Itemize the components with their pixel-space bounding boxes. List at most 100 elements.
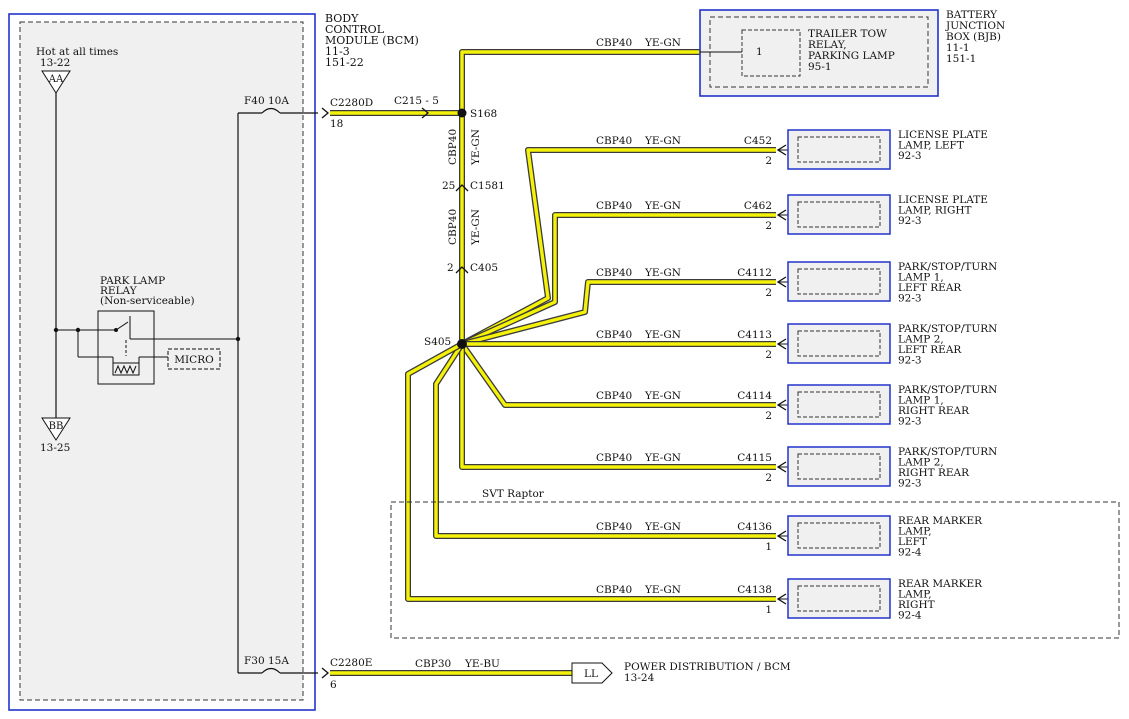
power-distribution-label: POWER DISTRIBUTION / BCM — [624, 661, 791, 673]
circuit-connector-pin: 2 — [765, 287, 772, 299]
lamp-module-box — [787, 129, 891, 170]
lamp-description-line: LEFT REAR — [898, 344, 962, 356]
bb-ref-label: 13-25 — [40, 442, 70, 454]
lamp-inner-box — [797, 330, 881, 357]
lamp-inner-box — [797, 522, 881, 549]
top-wire-color: YE-GN — [644, 37, 681, 49]
bjb-title-line: BATTERY — [946, 9, 998, 21]
connector-c1581-label: C1581 — [470, 180, 505, 192]
aa-terminal-icon — [41, 70, 71, 94]
svt-raptor-region — [390, 501, 1120, 639]
wire-fill — [460, 50, 700, 113]
lamp-inner-box — [797, 268, 881, 295]
bb-label: BB — [49, 421, 64, 432]
bcm-title-line: MODULE (BCM) — [325, 34, 419, 47]
lamp-description-line: LAMP 2, — [898, 334, 944, 346]
bottom-wire-color: YE-BU — [464, 658, 500, 670]
connector-arrow-icon — [455, 184, 469, 192]
bjb-title-line: BOX (BJB) — [946, 31, 1001, 43]
lamp-description-line: LAMP, — [898, 589, 932, 601]
top-wire-label: CBP40 — [596, 37, 632, 49]
vertical-wire-label: CBP40 — [447, 209, 459, 245]
circuit-connector-pin: 2 — [765, 220, 772, 232]
relay-contact-icon — [56, 316, 238, 356]
connector-c405-pin: 2 — [447, 262, 454, 274]
wire-fill — [461, 280, 776, 346]
circuit-wire-label: CBP40 — [596, 584, 632, 596]
lamp-description-line: LAMP 1, — [898, 395, 944, 407]
circuit-wire-label: CBP40 — [596, 135, 632, 147]
wire-fill — [406, 342, 776, 601]
lamp-description-line: LEFT — [898, 536, 927, 548]
power-distribution-ref: 13-24 — [624, 672, 655, 684]
circuit-wire-label: CBP40 — [596, 452, 632, 464]
lamp-description-line: 92-4 — [898, 610, 922, 622]
splice-dot — [75, 327, 81, 333]
bjb-pin: 1 — [756, 46, 763, 58]
fuse-f30-label: F30 15A — [244, 655, 289, 667]
fuse-f30-icon — [261, 667, 281, 674]
lamp-module-box — [787, 446, 891, 487]
trailer-relay-line: TRAILER TOW — [808, 28, 887, 40]
circuit-wire-color: YE-GN — [644, 452, 681, 464]
lamp-description-line: 92-3 — [898, 355, 922, 367]
wire-fill — [461, 213, 776, 346]
connector-c1581-pin: 25 — [442, 180, 455, 192]
circuit-connector-pin: 2 — [765, 155, 772, 167]
bb-terminal-icon — [41, 417, 71, 441]
lamp-inner-box — [797, 201, 881, 228]
bcm-title-line: CONTROL — [325, 23, 385, 36]
circuit-wire-color: YE-GN — [644, 329, 681, 341]
lamp-inner-box — [797, 391, 881, 418]
connector-arrow-icon — [455, 266, 469, 274]
lamp-description-line: REAR MARKER — [898, 578, 983, 590]
park-lamp-relay-label: PARK LAMP RELAY (Non-serviceable) — [100, 275, 195, 307]
circuit-connector-pin: 2 — [765, 410, 772, 422]
wire-outline — [459, 49, 700, 113]
ll-label: LL — [584, 668, 598, 680]
lamp-description-line: PARK/STOP/TURN — [898, 323, 997, 335]
aa-label: AA — [48, 74, 64, 85]
bjb-title-line: 11-1 — [946, 42, 970, 54]
bjb-title: BATTERY JUNCTION BOX (BJB) 11-1 151-1 — [945, 9, 1005, 65]
circuit-connector-pin: 2 — [765, 349, 772, 361]
circuit-wire-color: YE-GN — [644, 135, 681, 147]
fuse-f40-icon — [261, 107, 281, 114]
wire-fill — [461, 148, 776, 346]
connector-c2280d-pin: 18 — [330, 118, 343, 130]
relay-label-line: (Non-serviceable) — [100, 295, 195, 307]
connector-c2280e-pin: 6 — [330, 679, 337, 691]
circuit-connector-label: C4115 — [737, 452, 772, 464]
connector-arrows — [321, 107, 469, 679]
circuit-wire-label: CBP40 — [596, 200, 632, 212]
wire-harness — [330, 49, 776, 676]
lamp-description-line: REAR MARKER — [898, 515, 983, 527]
bcm-title-line: 11-3 — [325, 45, 350, 58]
connector-c2280e-label: C2280E — [330, 657, 372, 669]
lamp-description-line: RIGHT REAR — [898, 405, 970, 417]
splice-s405-label: S405 — [424, 336, 451, 348]
splice-dot — [53, 327, 59, 333]
circuit-connector-pin: 1 — [765, 604, 772, 616]
bottom-wire-label: CBP30 — [415, 658, 451, 670]
wire-outline — [460, 147, 776, 347]
circuit-wire-label: CBP40 — [596, 329, 632, 341]
bcm-title-line: BODY — [325, 12, 359, 25]
lamp-description-line: LAMP, LEFT — [898, 140, 964, 152]
circuit-wire-color: YE-GN — [644, 390, 681, 402]
wire-fill — [434, 343, 776, 538]
lamp-inner-box — [797, 585, 881, 612]
trailer-relay-line: RELAY, — [808, 39, 847, 51]
connector-c2280d-label: C2280D — [330, 97, 373, 109]
lamp-description-line: LAMP 2, — [898, 457, 944, 469]
circuit-wire-color: YE-GN — [644, 521, 681, 533]
circuit-wire-label: CBP40 — [596, 390, 632, 402]
circuit-connector-label: C4114 — [737, 390, 772, 402]
lamp-description-line: 92-4 — [898, 547, 922, 559]
splice-s168 — [457, 108, 467, 118]
relay-coil-icon — [77, 330, 168, 376]
circuit-connector-label: C4113 — [737, 329, 772, 341]
bjb-title-line: JUNCTION — [945, 20, 1005, 32]
hot-at-all-times-label: Hot at all times — [36, 46, 118, 58]
